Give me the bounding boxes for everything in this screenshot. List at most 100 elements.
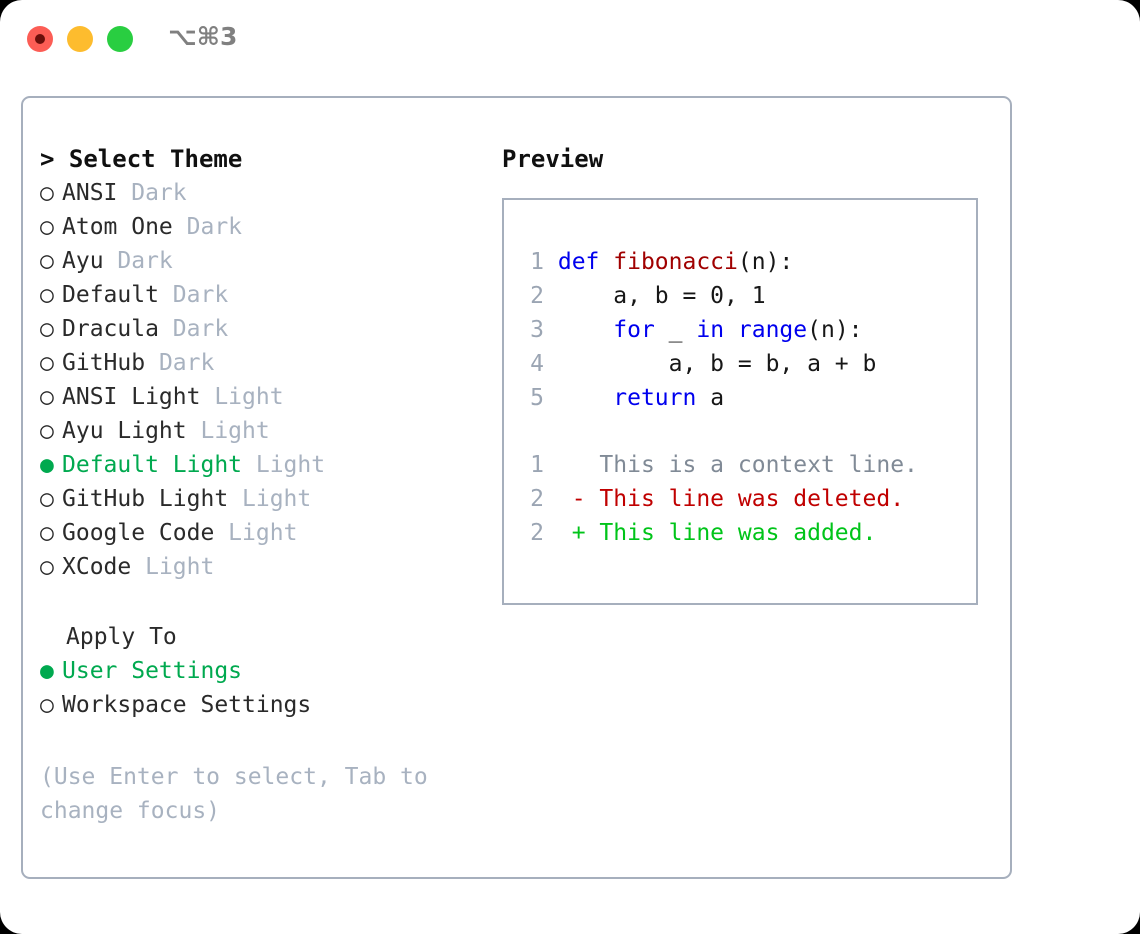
code-line: 5 return a [518, 381, 970, 415]
theme-option-variant: Light [228, 486, 312, 512]
radio-unselected-icon: ○ [40, 248, 54, 274]
theme-option-variant: Light [242, 452, 326, 478]
code-line-number: 2 [530, 283, 544, 309]
radio-unselected-icon: ○ [40, 692, 54, 718]
apply-to-option[interactable]: ● User Settings [40, 654, 490, 688]
theme-option-variant: Dark [145, 350, 215, 376]
keyboard-hint: (Use Enter to select, Tab to change focu… [40, 764, 428, 824]
diff-line-number: 1 [530, 452, 544, 478]
code-token: a, b = b, a + b [557, 351, 877, 377]
apply-to-group: Apply To ● User Settings ○ Workspace Settin… [40, 620, 490, 722]
diff-marker: - [571, 486, 586, 512]
code-token: fibonacci [613, 249, 738, 275]
window-minimize-button[interactable] [67, 26, 93, 52]
theme-option-variant: Light [186, 418, 270, 444]
theme-option-variant: Light [200, 384, 284, 410]
apply-to-label: Apply To [66, 624, 177, 650]
radio-unselected-icon: ○ [40, 282, 54, 308]
theme-option-name: GitHub Light [62, 486, 229, 512]
radio-unselected-icon: ○ [40, 520, 54, 546]
diff-text: This is a context line. [585, 452, 918, 478]
preview-header: Preview [502, 145, 604, 173]
code-token: def [557, 249, 614, 275]
code-token: for [557, 317, 669, 343]
radio-unselected-icon: ○ [40, 554, 54, 580]
code-token: a, b = 0, 1 [557, 283, 766, 309]
code-line: 4 a, b = b, a + b [518, 347, 970, 381]
window-shortcut-label: ⌥⌘3 [168, 22, 238, 51]
theme-option-name: Dracula [62, 316, 159, 342]
apply-to-option[interactable]: ○ Workspace Settings [40, 688, 490, 722]
radio-selected-icon: ● [40, 658, 54, 684]
theme-option-variant: Light [214, 520, 298, 546]
window-maximize-button[interactable] [107, 26, 133, 52]
diff-line: 2 + This line was added. [518, 516, 970, 550]
theme-option[interactable]: ○ Google Code Light [40, 516, 490, 550]
code-token: in [696, 317, 738, 343]
radio-unselected-icon: ○ [40, 486, 54, 512]
code-line-number: 5 [530, 385, 544, 411]
theme-option-name: Google Code [62, 520, 215, 546]
code-line: 1 def fibonacci(n): [518, 245, 970, 279]
diff-line-number: 2 [530, 486, 544, 512]
diff-line-number: 2 [530, 520, 544, 546]
code-token: _ [668, 317, 697, 343]
theme-option-name: XCode [62, 554, 132, 580]
code-token: a [710, 385, 725, 411]
select-theme-header: > Select Theme [40, 145, 243, 173]
diff-line: 2 - This line was deleted. [518, 482, 970, 516]
diff-marker [572, 452, 586, 478]
radio-unselected-icon: ○ [40, 180, 54, 206]
theme-option[interactable]: ○ Dracula Dark [40, 312, 490, 346]
theme-option-variant: Dark [103, 248, 173, 274]
theme-option[interactable]: ●Default Light Light [40, 448, 490, 482]
diff-marker: + [571, 520, 586, 546]
radio-unselected-icon: ○ [40, 350, 54, 376]
theme-option[interactable]: ○ Ayu Dark [40, 244, 490, 278]
theme-option-name: Ayu [62, 248, 104, 274]
window-titlebar: ⌥⌘3 [0, 0, 1140, 78]
apply-to-option-label: Workspace Settings [62, 692, 312, 718]
theme-option[interactable]: ○ Default Dark [40, 278, 490, 312]
theme-option-variant: Dark [158, 316, 229, 342]
theme-option-name: Default [62, 282, 159, 308]
code-line: 2 a, b = 0, 1 [518, 279, 970, 313]
theme-option-name: Ayu Light [62, 418, 187, 444]
theme-option-name: Atom One [62, 214, 173, 240]
code-line-number: 4 [530, 351, 544, 377]
theme-option[interactable]: ○ Atom One Dark [40, 210, 490, 244]
theme-option[interactable]: ○ GitHub Dark [40, 346, 490, 380]
apply-to-options: ● User Settings ○ Workspace Settings [40, 654, 490, 722]
theme-option[interactable]: ○ GitHub Light Light [40, 482, 490, 516]
theme-option-variant: Light [131, 554, 215, 580]
code-line: 3 for _ in range(n): [518, 313, 970, 347]
radio-unselected-icon: ○ [40, 384, 54, 410]
theme-option[interactable]: ○ XCode Light [40, 550, 490, 584]
theme-option-variant: Dark [117, 180, 187, 206]
radio-unselected-icon: ○ [40, 418, 54, 444]
theme-option-name: ANSI [62, 180, 118, 206]
theme-option-variant: Dark [158, 282, 229, 308]
theme-option-variant: Dark [172, 214, 243, 240]
theme-option[interactable]: ○ Ayu Light Light [40, 414, 490, 448]
theme-selector-panel: > Select Theme ○ANSI Dark○Atom One Dark○… [21, 96, 1012, 879]
theme-option[interactable]: ○ ANSI Light Light [40, 380, 490, 414]
diff-sample: 1 This is a context line.2 - This line w… [518, 448, 970, 550]
theme-option[interactable]: ○ ANSI Dark [40, 176, 490, 210]
radio-unselected-icon: ○ [40, 214, 54, 240]
theme-option-name: ANSI Light [62, 384, 201, 410]
diff-text: This line was added. [585, 520, 877, 546]
code-token: (n): [807, 317, 863, 343]
code-line-number: 3 [530, 317, 544, 343]
window-close-icon [35, 34, 45, 44]
apply-to-option-label: User Settings [62, 658, 243, 684]
diff-line: 1 This is a context line. [518, 448, 970, 482]
diff-text: This line was deleted. [585, 486, 905, 512]
radio-unselected-icon: ○ [40, 316, 54, 342]
theme-option-name: GitHub [62, 350, 146, 376]
preview-column: Preview 1 def fibonacci(n):2 a, b = 0, 1… [502, 142, 992, 605]
code-token: range [737, 317, 808, 343]
